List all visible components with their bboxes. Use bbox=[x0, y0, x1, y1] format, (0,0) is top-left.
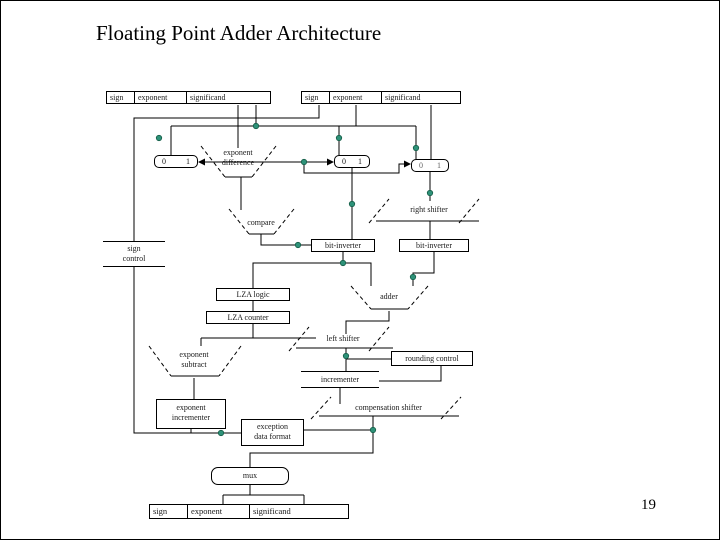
mux-c-0: 0 bbox=[419, 161, 423, 170]
mux-a: 0 1 bbox=[154, 155, 198, 168]
register-cell-significand: significand bbox=[385, 93, 421, 102]
register-top-left: sign exponent significand bbox=[106, 91, 271, 104]
junction-dots bbox=[155, 122, 434, 437]
mux-c: 0 1 bbox=[411, 159, 449, 172]
register-cell-sign: sign bbox=[150, 505, 188, 518]
exception-data-format-line2: data format bbox=[254, 431, 291, 441]
page-title: Floating Point Adder Architecture bbox=[96, 21, 382, 45]
page-number: 19 bbox=[641, 497, 656, 513]
sign-control-block: sign control bbox=[103, 241, 165, 267]
register-cell-significand: significand bbox=[253, 506, 291, 516]
exponent-difference-line1: exponent bbox=[223, 148, 253, 157]
exponent-incrementer-line1: exponent bbox=[176, 403, 206, 412]
register-bottom: sign exponent significand bbox=[149, 504, 349, 519]
exponent-subtract-block: exponent subtract bbox=[161, 350, 227, 369]
mux-b-1: 1 bbox=[358, 157, 362, 166]
mux-a-0: 0 bbox=[162, 157, 166, 166]
exponent-incrementer-line2: incrementer bbox=[171, 412, 211, 422]
sign-control-line2: control bbox=[122, 253, 146, 263]
register-cell-exponent: exponent bbox=[135, 92, 187, 103]
mux-b-0: 0 bbox=[342, 157, 346, 166]
exponent-difference-block: exponent difference bbox=[208, 148, 268, 167]
sign-control-line1: sign bbox=[127, 244, 141, 253]
mux-c-1: 1 bbox=[437, 161, 441, 170]
incrementer-block: incrementer bbox=[301, 371, 379, 388]
rounding-control-block: rounding control bbox=[391, 351, 473, 366]
register-cell-sign: sign bbox=[302, 92, 330, 103]
bit-inverter-right: bit-inverter bbox=[399, 239, 469, 252]
left-shifter-block: left shifter bbox=[326, 334, 360, 343]
right-shifter-block: right shifter bbox=[410, 205, 448, 214]
lza-counter-block: LZA counter bbox=[206, 311, 290, 324]
register-cell-significand: significand bbox=[190, 93, 226, 102]
mux-b: 0 1 bbox=[334, 155, 370, 168]
adder-block: adder bbox=[380, 292, 398, 301]
compare-block: compare bbox=[247, 218, 275, 227]
register-cell-sign: sign bbox=[107, 92, 135, 103]
exponent-subtract-line1: exponent bbox=[179, 350, 209, 359]
compensation-shifter-block: compensation shifter bbox=[355, 403, 422, 412]
exponent-subtract-line2: subtract bbox=[181, 359, 207, 369]
bit-inverter-left: bit-inverter bbox=[311, 239, 375, 252]
register-cell-exponent: exponent bbox=[330, 92, 382, 103]
exponent-incrementer-block: exponent incrementer bbox=[156, 399, 226, 429]
mux-a-1: 1 bbox=[186, 157, 190, 166]
exponent-difference-line2: difference bbox=[221, 157, 255, 167]
register-top-right: sign exponent significand bbox=[301, 91, 461, 104]
exception-data-format-block: exception data format bbox=[241, 419, 304, 446]
exception-data-format-line1: exception bbox=[256, 422, 289, 431]
register-cell-exponent: exponent bbox=[188, 505, 250, 518]
output-mux: mux bbox=[211, 467, 289, 485]
lza-logic-block: LZA logic bbox=[216, 288, 290, 301]
